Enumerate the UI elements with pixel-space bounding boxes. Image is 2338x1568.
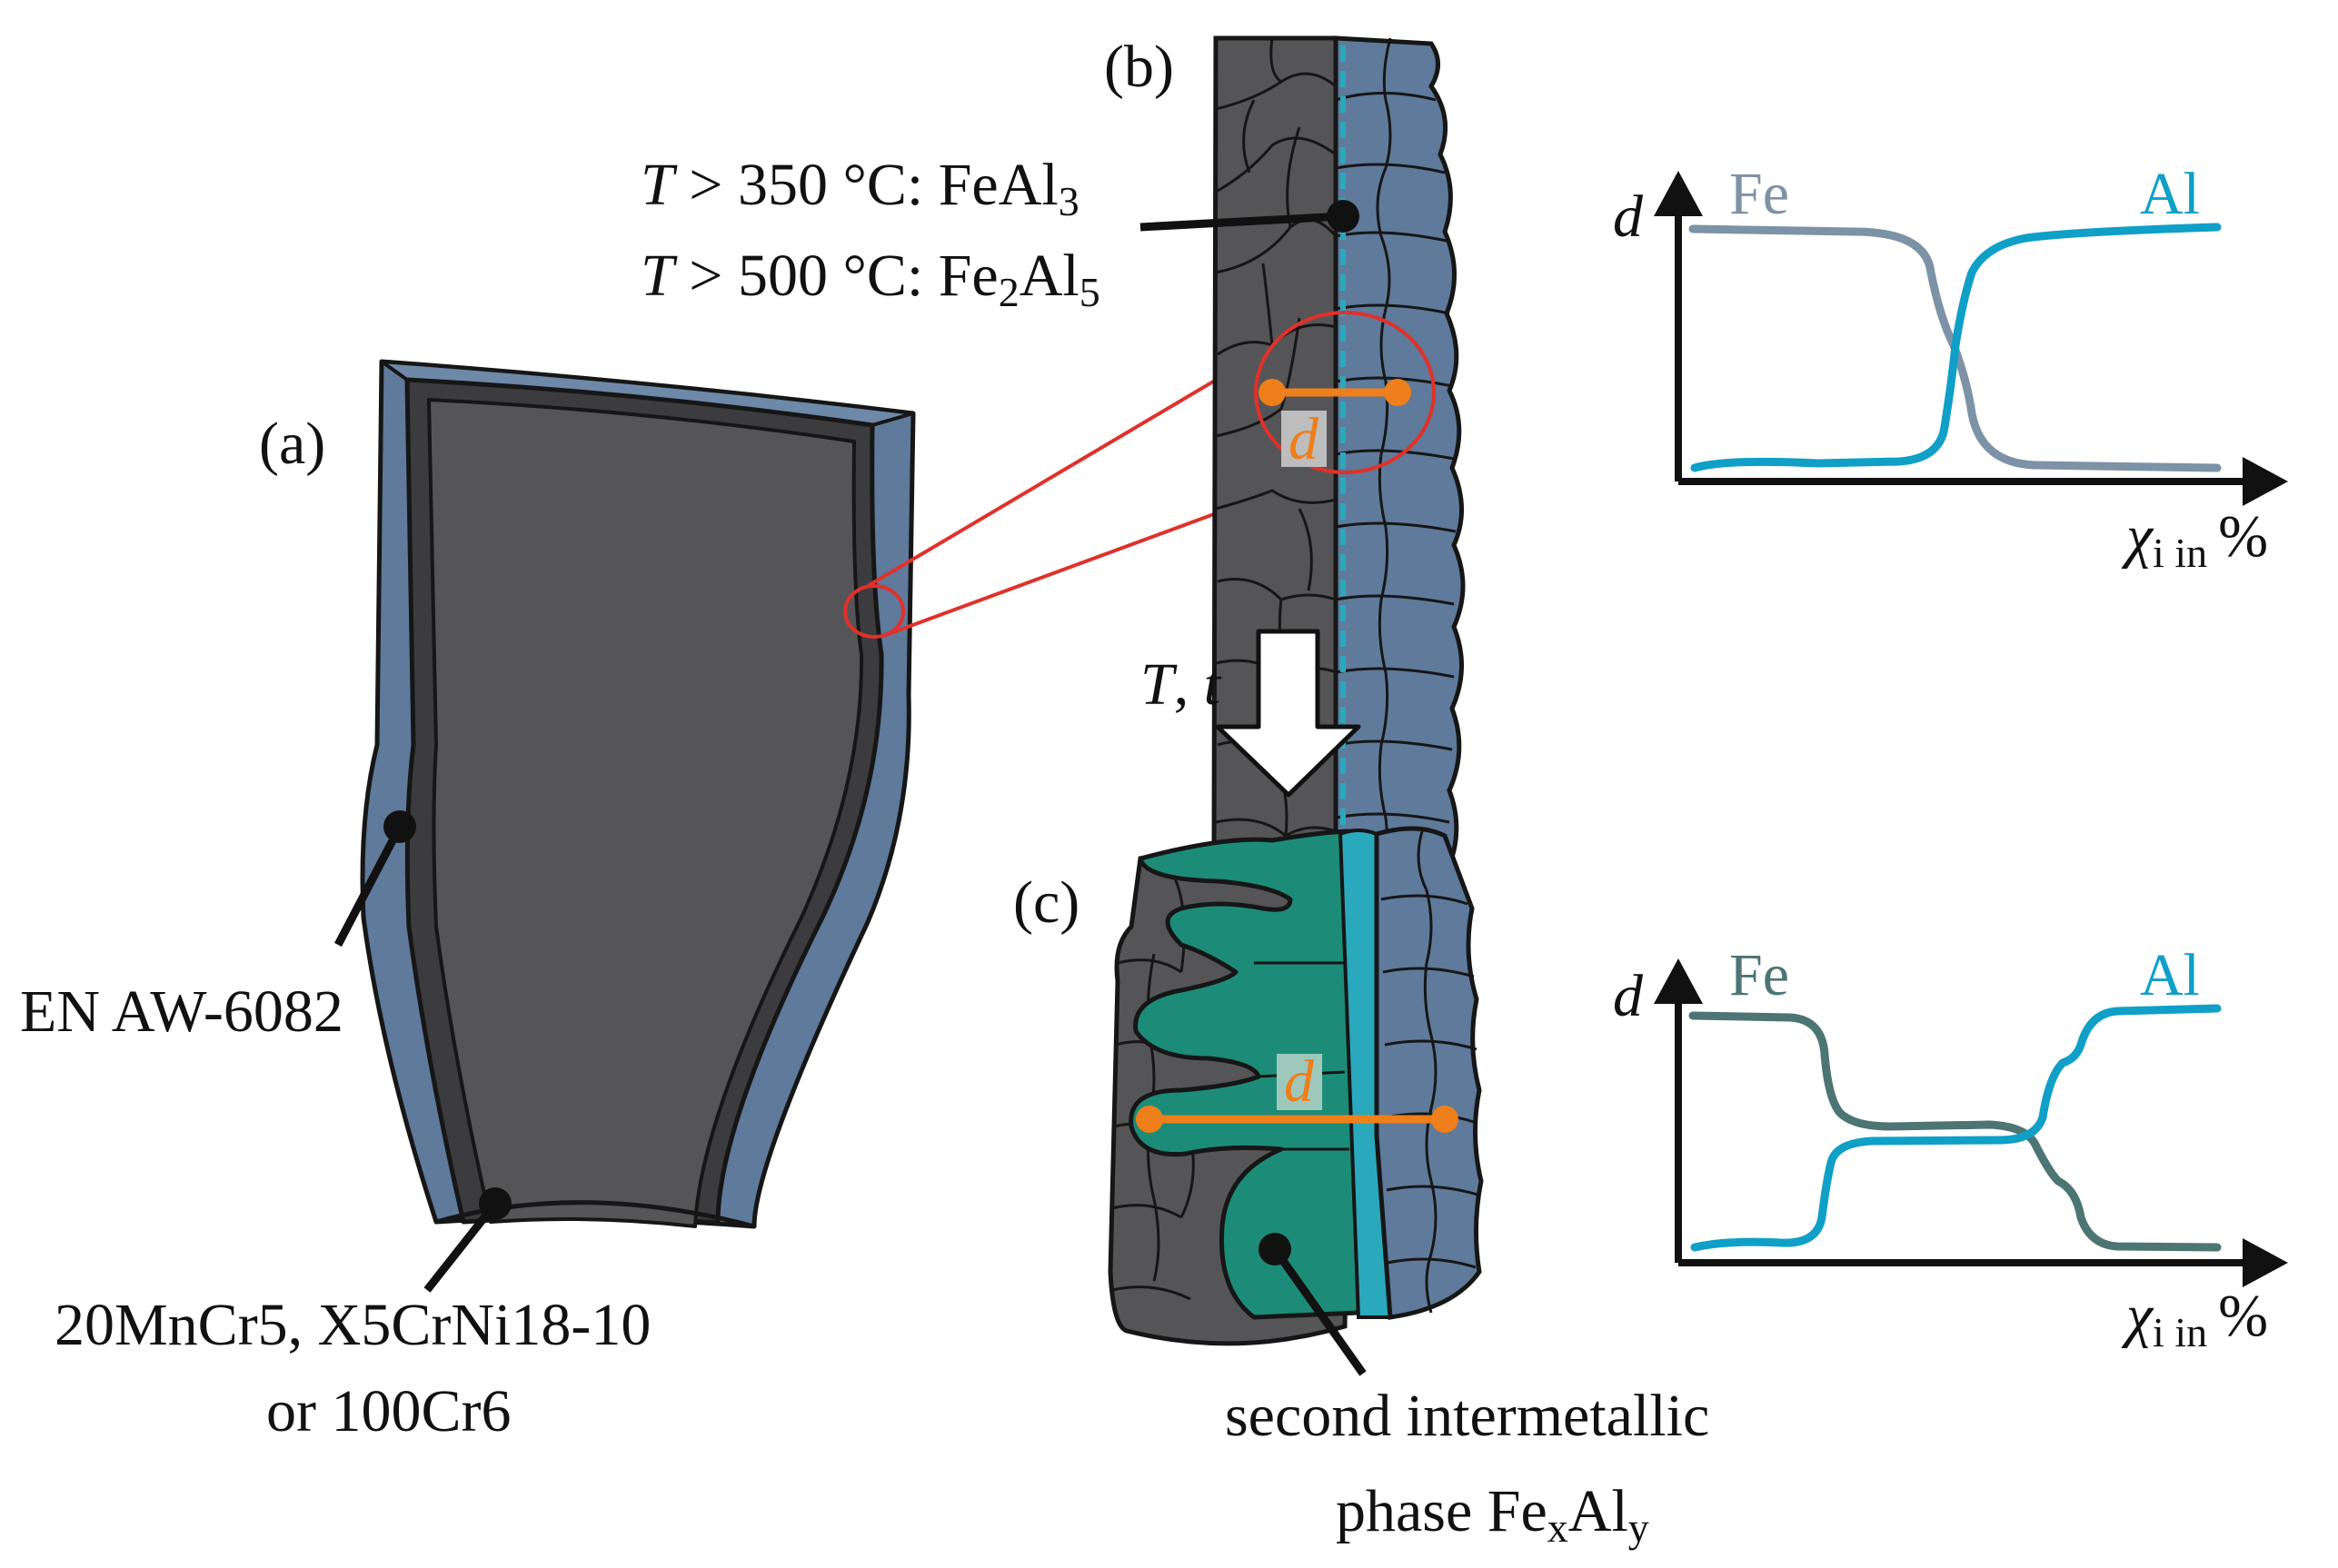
second-intermetallic-phase <box>1129 829 1361 1320</box>
chart-top: d Fe Al χi in% <box>1613 161 2288 576</box>
leader-dot-inner-material <box>479 1187 512 1220</box>
leader-second-phase <box>1271 1246 1367 1376</box>
inner-material-label-line2: or 100Cr6 <box>266 1378 511 1444</box>
thickness-marker-c: d <box>1136 1048 1458 1133</box>
chart-top-y-label: d <box>1613 184 1644 250</box>
chart-top-fe-label: Fe <box>1729 161 1789 227</box>
chart-bottom-fe-label: Fe <box>1729 942 1789 1008</box>
chart-bottom-al-label: Al <box>2140 942 2200 1008</box>
chart-bottom-al-curve <box>1690 1004 2222 1252</box>
panel-a-part <box>360 359 916 1229</box>
panel-c-label: (c) <box>1013 869 1079 936</box>
chart-bottom-y-label: d <box>1613 963 1644 1029</box>
inner-material-label-line1: 20MnCr5, X5CrNi18-10 <box>55 1292 651 1358</box>
zoom-spot-circle <box>843 584 905 639</box>
phase-500-label: T > 500 °C: Fe2Al5 <box>641 243 1100 315</box>
chart-top-x-label: χi in% <box>2121 503 2268 576</box>
thickness-symbol-b: d <box>1288 406 1319 472</box>
leader-dot-second-phase <box>1259 1233 1291 1265</box>
chart-top-x-arrowhead <box>2243 457 2288 506</box>
chart-bottom-x-label: χi in% <box>2121 1283 2268 1355</box>
process-parameters-label: T, t <box>1140 651 1222 718</box>
chart-bottom: d Fe Al χi in% <box>1613 942 2288 1355</box>
chart-top-al-label: Al <box>2140 161 2200 227</box>
outer-material-label: EN AW-6082 <box>20 978 343 1045</box>
thickness-marker-b: d <box>1259 379 1411 472</box>
second-phase-label-line2: phase FexAly <box>1336 1478 1649 1551</box>
bottom-edge <box>435 1200 755 1229</box>
panel-b-label: (b) <box>1104 34 1174 100</box>
steel-core <box>427 398 864 1228</box>
thickness-symbol-c: d <box>1284 1048 1315 1115</box>
panel-c-microstructure <box>1108 826 1484 1346</box>
leader-outer-material <box>334 824 403 948</box>
phase-350-label: T > 350 °C: FeAl3 <box>641 152 1079 224</box>
process-arrow <box>1215 629 1361 798</box>
leader-dot-phase <box>1327 200 1359 233</box>
zoom-magnified-circle <box>1254 311 1436 474</box>
leader-inner-material <box>423 1201 499 1293</box>
chart-bottom-y-arrowhead <box>1654 958 1703 1004</box>
chart-bottom-fe-curve <box>1688 1011 2222 1252</box>
chart-top-al-curve <box>1690 223 2222 472</box>
leader-dot-outer-material <box>383 810 416 843</box>
aluminium-grains-region-c <box>1374 826 1484 1320</box>
panel-a-label: (a) <box>259 411 325 477</box>
second-phase-label-line1: second intermetallic <box>1225 1383 1709 1449</box>
leader-phase-annotation <box>1139 212 1344 232</box>
chart-bottom-x-arrowhead <box>2243 1238 2288 1287</box>
chart-top-y-arrowhead <box>1654 171 1703 216</box>
